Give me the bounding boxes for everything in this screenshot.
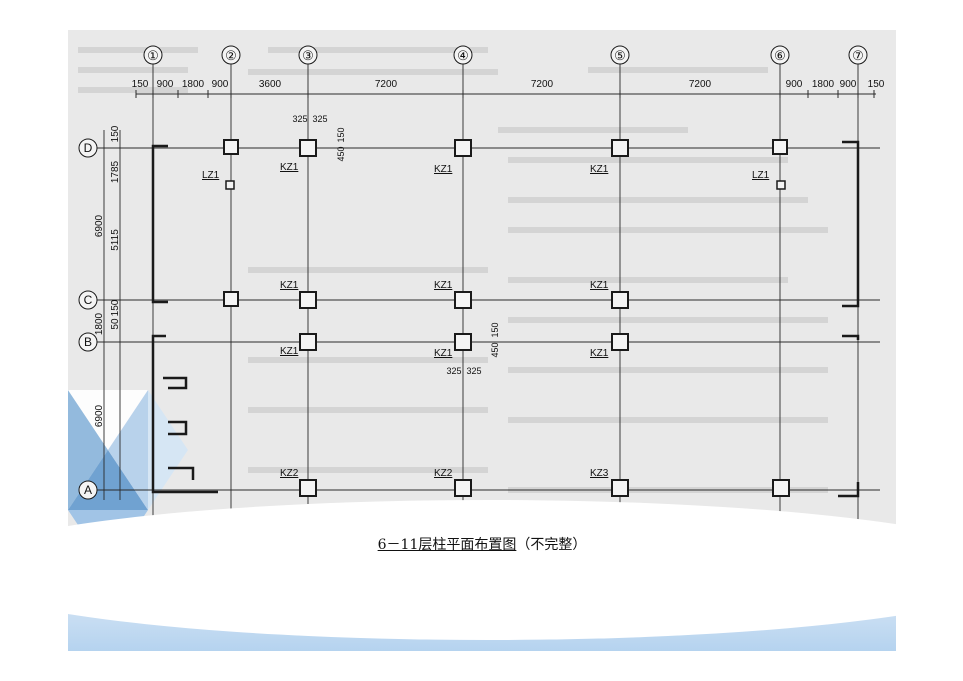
axis-label-1: ① <box>147 48 159 63</box>
dim-top-7: 7200 <box>531 79 554 90</box>
dim-top-2: 900 <box>157 79 174 90</box>
axis-label-7: ⑦ <box>852 48 864 63</box>
dim-left-6: 50 <box>110 318 121 330</box>
dim-left-5: 150 <box>110 299 121 316</box>
dim-detail-4: 150 <box>336 127 346 142</box>
dim-top-4: 900 <box>212 79 229 90</box>
axis-label-2: ② <box>225 48 237 63</box>
axis-lines <box>96 64 880 525</box>
dim-top-1: 150 <box>132 79 149 90</box>
axis-label-D: D <box>84 141 93 155</box>
label-kz2-c4-a: KZ2 <box>434 468 453 479</box>
label-kz3-c5-a: KZ3 <box>590 468 609 479</box>
dim-detail-1: 325 <box>292 114 307 124</box>
dim-left-2: 1785 <box>110 160 121 183</box>
drawing-area: ① ② ③ ④ ⑤ ⑥ ⑦ D C B A 150 900 1800 900 3… <box>68 30 896 570</box>
label-kz2-c3-a: KZ2 <box>280 468 299 479</box>
caption-title: 6－11层柱平面布置图 <box>377 537 517 553</box>
label-kz1-c3-b: KZ1 <box>280 346 299 357</box>
axis-label-5: ⑤ <box>614 48 626 63</box>
axis-label-3: ③ <box>302 48 314 63</box>
dim-left-8: 6900 <box>94 404 105 427</box>
axis-label-C: C <box>84 293 93 307</box>
dim-left-4: 6900 <box>94 214 105 237</box>
axis-label-B: B <box>84 335 92 349</box>
axis-label-A: A <box>84 483 92 497</box>
label-kz1-c3-c: KZ1 <box>280 280 299 291</box>
dim-top-5: 3600 <box>259 79 282 90</box>
label-kz1-c4-d: KZ1 <box>434 164 453 175</box>
caption-note: （不完整） <box>516 537 587 553</box>
label-kz1-c4-c: KZ1 <box>434 280 453 291</box>
axis-label-4: ④ <box>457 48 469 63</box>
dim-detail-6: 325 <box>466 366 481 376</box>
label-kz1-c5-d: KZ1 <box>590 164 609 175</box>
decorative-triangles <box>68 390 188 570</box>
label-kz1-c5-c: KZ1 <box>590 280 609 291</box>
dim-detail-8: 150 <box>490 322 500 337</box>
label-kz1-c4-b: KZ1 <box>434 348 453 359</box>
slide: ① ② ③ ④ ⑤ ⑥ ⑦ D C B A 150 900 1800 900 3… <box>68 30 896 651</box>
shear-walls <box>151 140 860 498</box>
dim-left-7: 1800 <box>94 312 105 335</box>
dim-top-3: 1800 <box>182 79 205 90</box>
dim-detail-2: 325 <box>312 114 327 124</box>
top-dimension-ticks <box>135 90 875 98</box>
dim-top-11: 900 <box>840 79 857 90</box>
columns <box>223 139 790 497</box>
dim-top-10: 1800 <box>812 79 835 90</box>
lz-columns <box>225 180 786 190</box>
figure-caption: 6－11层柱平面布置图（不完整） <box>68 534 896 554</box>
dim-detail-5: 325 <box>446 366 461 376</box>
background-text-texture <box>78 47 838 523</box>
dim-detail-7: 450 <box>490 342 500 357</box>
white-sweep-curve <box>68 500 896 640</box>
label-kz1-c5-b: KZ1 <box>590 348 609 359</box>
label-lz1-right: LZ1 <box>752 170 770 181</box>
column-plan-drawing: ① ② ③ ④ ⑤ ⑥ ⑦ D C B A 150 900 1800 900 3… <box>68 45 885 570</box>
dim-top-8: 7200 <box>689 79 712 90</box>
dim-top-9: 900 <box>786 79 803 90</box>
axis-bubbles <box>78 45 868 500</box>
label-lz1-left: LZ1 <box>202 170 220 181</box>
label-kz1-c3-d: KZ1 <box>280 162 299 173</box>
dim-left-3: 5115 <box>110 229 121 251</box>
dim-top-12: 150 <box>868 79 885 90</box>
dim-detail-3: 450 <box>336 146 346 161</box>
dim-left-1: 150 <box>110 125 121 142</box>
dim-top-6: 7200 <box>375 79 398 90</box>
axis-label-6: ⑥ <box>774 48 786 63</box>
